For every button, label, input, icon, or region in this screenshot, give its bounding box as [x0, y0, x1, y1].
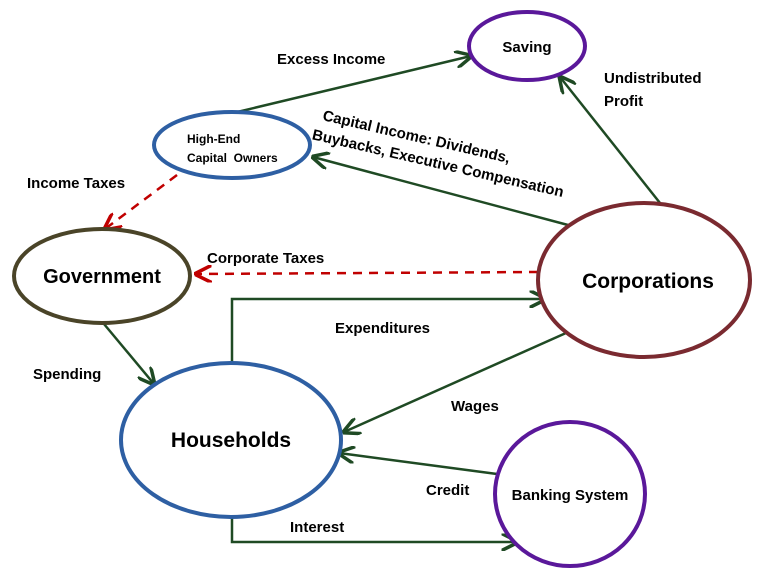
capital-income-arrow [313, 157, 569, 227]
credit-arrow [339, 453, 498, 476]
saving-label: Saving [502, 39, 551, 56]
spending-arrow [103, 323, 154, 384]
node-corporations: Corporations [536, 201, 752, 359]
government-ellipse [12, 227, 192, 325]
undistributed-profit-arrow [560, 77, 661, 204]
undistributed-profit-label-line1: Undistributed [604, 70, 702, 87]
node-government: Government [12, 227, 192, 325]
income-taxes-label: Income Taxes [27, 175, 125, 192]
expenditures-label: Expenditures [335, 320, 430, 337]
undistributed-profit-label-line2: Profit [604, 93, 643, 110]
node-saving: Saving [467, 10, 587, 82]
capital-owners-ellipse [152, 110, 312, 180]
government-label: Government [43, 266, 161, 288]
capital-owners-label-line1: High-End [187, 132, 240, 146]
interest-arrow [230, 517, 517, 542]
wages-label: Wages [451, 398, 499, 415]
corporations-label: Corporations [582, 270, 714, 293]
interest-label: Interest [290, 519, 344, 536]
households-ellipse [119, 361, 343, 519]
corporate-taxes-arrow [196, 272, 539, 274]
excess-income-label: Excess Income [277, 51, 385, 68]
node-capital-owners: High-End Capital Owners [152, 110, 312, 180]
saving-ellipse [467, 10, 587, 82]
excess-income-arrow [232, 56, 471, 115]
node-households: Households [119, 361, 343, 519]
node-banking-system: Banking System [493, 420, 647, 568]
capital-owners-label-line2: Capital Owners [187, 151, 278, 165]
wages-arrow [344, 331, 567, 432]
banking-ellipse [493, 420, 647, 568]
corporations-ellipse [536, 201, 752, 359]
spending-label: Spending [33, 366, 101, 383]
corporate-taxes-label: Corporate Taxes [207, 250, 324, 267]
expenditures-arrow [230, 299, 545, 364]
households-label: Households [171, 429, 291, 452]
edges [103, 56, 661, 542]
banking-label: Banking System [512, 487, 629, 504]
credit-label: Credit [426, 482, 469, 499]
